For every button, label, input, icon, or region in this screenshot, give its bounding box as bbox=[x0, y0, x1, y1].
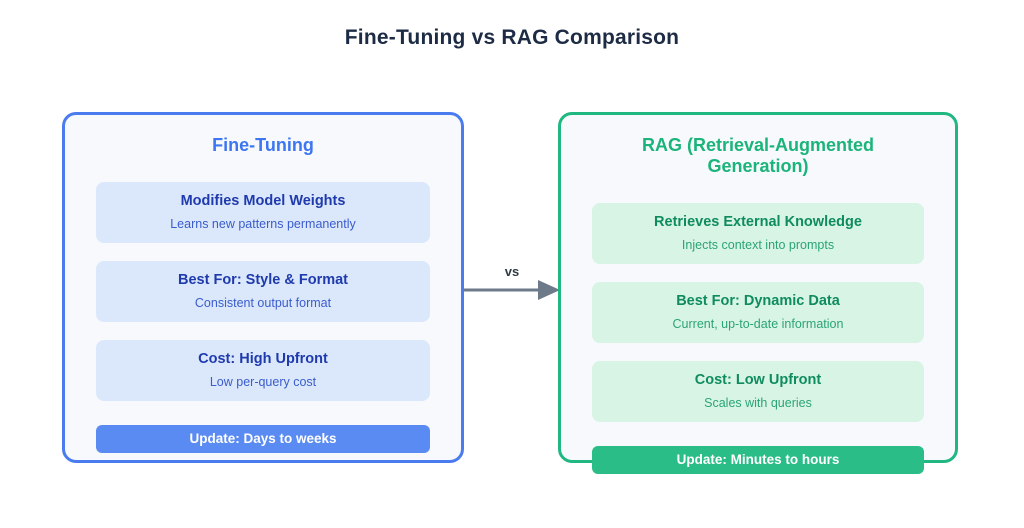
fine-tuning-panel-title: Fine-Tuning bbox=[212, 135, 314, 155]
rag-card-retrieval: Retrieves External Knowledge Injects con… bbox=[592, 203, 924, 264]
fine-tuning-panel: Fine-Tuning Modifies Model Weights Learn… bbox=[62, 112, 464, 463]
card-title: Best For: Dynamic Data bbox=[676, 293, 840, 309]
card-title: Cost: Low Upfront bbox=[694, 372, 822, 388]
fine-tuning-card-cost: Cost: High Upfront Low per-query cost bbox=[96, 340, 430, 401]
rag-update-badge: Update: Minutes to hours bbox=[592, 446, 924, 474]
card-subtitle: Learns new patterns permanently bbox=[170, 217, 356, 231]
rag-card-cost: Cost: Low Upfront Scales with queries bbox=[592, 361, 924, 422]
card-title: Cost: High Upfront bbox=[198, 351, 328, 367]
card-subtitle: Consistent output format bbox=[194, 296, 332, 310]
card-subtitle: Injects context into prompts bbox=[681, 238, 835, 252]
card-subtitle: Current, up-to-date information bbox=[672, 317, 844, 331]
fine-tuning-card-best-for: Best For: Style & Format Consistent outp… bbox=[96, 261, 430, 322]
fine-tuning-update-badge: Update: Days to weeks bbox=[96, 425, 430, 453]
card-subtitle: Scales with queries bbox=[704, 396, 812, 410]
vs-label: vs bbox=[504, 264, 520, 279]
rag-card-best-for: Best For: Dynamic Data Current, up-to-da… bbox=[592, 282, 924, 343]
diagram-title: Fine-Tuning vs RAG Comparison bbox=[344, 26, 680, 49]
rag-panel-title: RAG (Retrieval-Augmented Generation) bbox=[641, 135, 875, 176]
vs-connector: vs bbox=[464, 262, 560, 304]
fine-tuning-card-weights: Modifies Model Weights Learns new patter… bbox=[96, 182, 430, 243]
fine-tuning-cards: Modifies Model Weights Learns new patter… bbox=[96, 182, 430, 453]
rag-cards: Retrieves External Knowledge Injects con… bbox=[592, 203, 924, 474]
rag-panel: RAG (Retrieval-Augmented Generation) Ret… bbox=[558, 112, 958, 474]
card-title: Retrieves External Knowledge bbox=[654, 214, 862, 230]
card-subtitle: Low per-query cost bbox=[209, 375, 317, 389]
card-title: Modifies Model Weights bbox=[180, 193, 346, 209]
arrow-right-icon bbox=[464, 280, 560, 300]
card-title: Best For: Style & Format bbox=[178, 272, 348, 288]
